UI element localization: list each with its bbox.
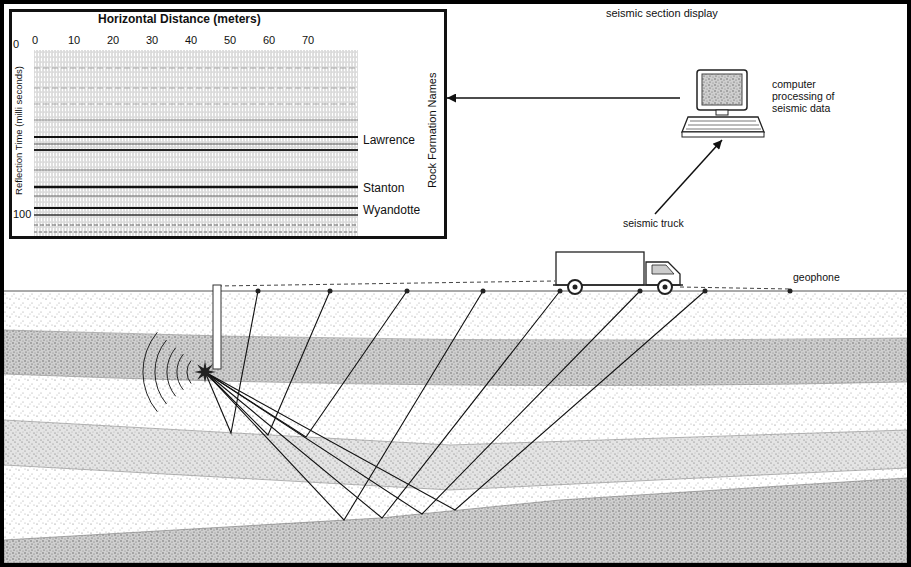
tick-label: 10 (68, 34, 80, 47)
geophone-symbols (788, 289, 793, 294)
tick-label: 0 (13, 38, 19, 51)
geophone-symbols (405, 289, 410, 294)
tick-label: 40 (185, 34, 197, 47)
seismic-traces (34, 68, 358, 69)
seismic-traces (34, 196, 358, 197)
truck-icon (663, 285, 668, 290)
flow-arrow (655, 140, 722, 214)
truck-icon (556, 252, 644, 285)
computer-icon (682, 70, 764, 137)
computer-icon (716, 110, 728, 115)
truck-icon (553, 252, 683, 294)
wavefronts (177, 354, 183, 390)
seismic-traces (34, 186, 358, 189)
seismic-traces (34, 88, 358, 89)
tick-label: 0 (32, 34, 38, 47)
computer-icon (702, 74, 742, 105)
earth-cross-section (4, 330, 907, 386)
geophone-symbols (328, 289, 333, 294)
computer-icon (686, 129, 761, 130)
truck-icon (568, 280, 582, 294)
computer-icon (690, 121, 756, 122)
seismic-traces (34, 214, 358, 216)
ray-paths (205, 291, 705, 520)
geophone-symbols (638, 289, 643, 294)
geophone-cable (680, 287, 790, 289)
seismic-traces (34, 68, 358, 104)
caption-label: seismic section display (606, 7, 718, 20)
seismic-traces (34, 207, 358, 209)
seismic-traces (34, 120, 358, 121)
computer-icon (682, 117, 764, 132)
computer-node: computer processing of seismic data (680, 66, 842, 140)
wavefronts (143, 332, 191, 411)
wavefronts (143, 332, 157, 411)
seismic-traces (34, 104, 358, 105)
explosion-symbol (194, 361, 216, 383)
seismic-traces (34, 232, 358, 233)
seismic-traces (34, 50, 358, 236)
computer-icon (697, 70, 747, 110)
axis-title: Horizontal Distance (meters) (98, 13, 261, 27)
formation-name: Wyandotte (363, 204, 420, 218)
computer-icon (682, 132, 764, 137)
ray-paths (205, 291, 483, 520)
geophone-symbols (481, 289, 486, 294)
tick-label: 30 (146, 34, 158, 47)
seismic-traces (34, 50, 358, 236)
ray-paths (205, 291, 560, 518)
geophone-symbols (256, 289, 793, 294)
earth-cross-section (4, 478, 907, 563)
seismic-traces (34, 136, 358, 138)
shot-hole (213, 285, 221, 369)
part-label: geophone (793, 271, 840, 283)
tick-label: 100 (13, 208, 31, 221)
wavefronts (187, 361, 191, 384)
ray-paths (205, 291, 407, 437)
axis-title: Rock Formation Names (426, 72, 439, 188)
geophone-symbols (703, 289, 708, 294)
truck-icon (573, 285, 578, 290)
flow-arrow (447, 97, 680, 99)
seismic-traces (34, 225, 358, 226)
geophone-symbols (558, 289, 563, 294)
node-caption: seismic truck (623, 217, 684, 229)
geophone-cable (218, 281, 790, 289)
tick-label: 60 (263, 34, 275, 47)
ray-paths (205, 291, 640, 514)
seismic-traces (34, 149, 358, 151)
geophone-cable (218, 281, 555, 286)
shot-hole (213, 285, 221, 369)
earth-cross-section (4, 291, 907, 563)
computer-icon (688, 125, 759, 126)
formation-name: Lawrence (363, 134, 415, 148)
truck-icon (658, 280, 672, 294)
ray-paths (205, 291, 705, 510)
tick-label: 20 (107, 34, 119, 47)
truck-node: seismic truck (553, 214, 688, 294)
wavefronts (167, 348, 176, 397)
axis-title: Reflection Time (milli seconds) (13, 66, 24, 195)
tick-label: 50 (224, 34, 236, 47)
earth-cross-section (4, 291, 907, 563)
tick-label: 70 (302, 34, 314, 47)
wavefronts (155, 340, 167, 404)
earth-cross-section (4, 291, 907, 292)
truck-icon (652, 265, 674, 274)
seismic-traces (34, 144, 358, 145)
geophone-symbols (256, 289, 261, 294)
formation-name: Stanton (363, 182, 404, 196)
node-caption: computer processing of seismic data (772, 78, 838, 114)
seismic-traces (34, 170, 358, 171)
